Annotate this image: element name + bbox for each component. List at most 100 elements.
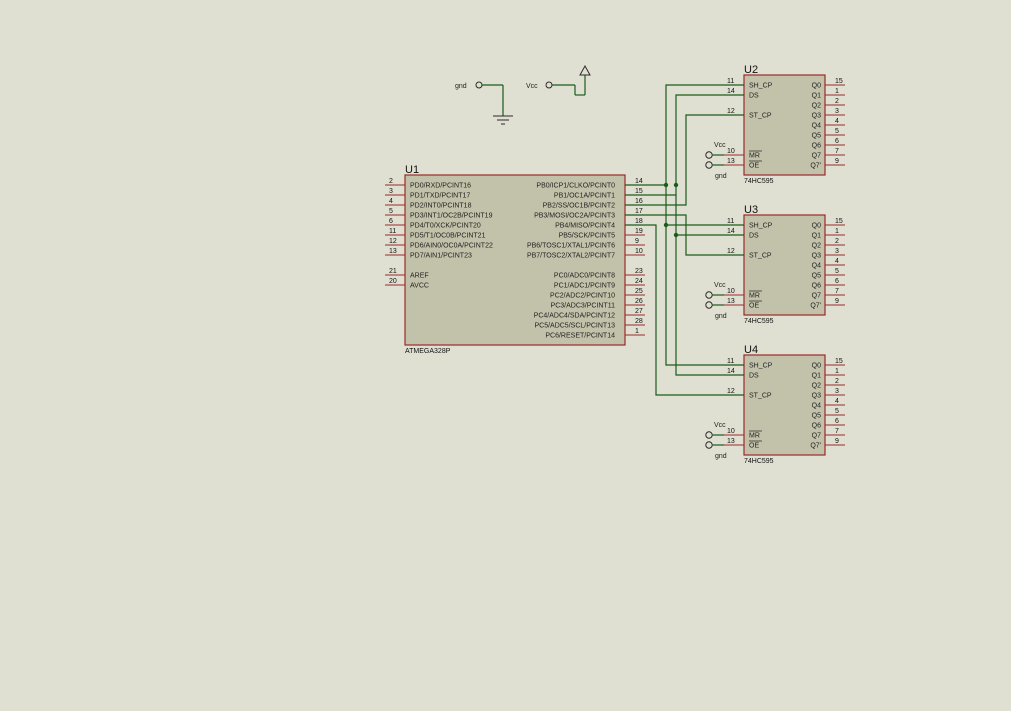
gnd-terminal[interactable]: gnd (455, 81, 504, 116)
pin-number: 14 (635, 178, 643, 185)
sr-ref: U2 (744, 64, 758, 76)
pin-name: Q5 (812, 413, 821, 420)
pin-name: PC5/ADC5/SCL/PCINT13 (534, 323, 615, 330)
pin-number: 4 (835, 258, 839, 265)
pin-number: 12 (727, 388, 735, 395)
sr-pin-1[interactable]: 1Q1 (812, 88, 845, 100)
pin-name: PB7/TOSC2/XTAL2/PCINT7 (527, 253, 615, 260)
pin-name: SH_CP (749, 83, 773, 90)
sr-pin-2[interactable]: 2Q2 (812, 238, 845, 250)
shift-register-u3[interactable]: U374HC59511SH_CP14DS12ST_CP10MR13OEVccgn… (705, 204, 845, 325)
pin-name: Q0 (812, 223, 821, 230)
sr-pin-7[interactable]: 7Q7 (812, 288, 845, 300)
pin-name: Q7' (810, 163, 821, 170)
pin-number: 3 (389, 188, 393, 195)
sr-pin-6[interactable]: 6Q6 (812, 138, 845, 150)
sr-pin-6[interactable]: 6Q6 (812, 418, 845, 430)
pin-name: Q4 (812, 263, 821, 270)
sr-pin-3[interactable]: 3Q3 (812, 108, 845, 120)
pin-number: 6 (835, 138, 839, 145)
pin-name: Q7 (812, 293, 821, 300)
pin-name: MR (749, 433, 760, 440)
pin-name: AREF (410, 273, 429, 280)
sr-pin-2[interactable]: 2Q2 (812, 98, 845, 110)
pin-number: 24 (635, 278, 643, 285)
sr-pin-1[interactable]: 1Q1 (812, 368, 845, 380)
pin-name: Q7' (810, 443, 821, 450)
pin-number: 20 (389, 278, 397, 285)
sr-pin-6[interactable]: 6Q6 (812, 278, 845, 290)
sr-pin-7[interactable]: 7Q7 (812, 148, 845, 160)
sr-pin-4[interactable]: 4Q4 (812, 398, 845, 410)
microcontroller-u1[interactable]: U1 ATMEGA328P 2PD0/RXD/PCINT163PD1/TXD/P… (385, 164, 645, 355)
pin-number: 10 (635, 248, 643, 255)
pin-name: PC2/ADC2/PCINT10 (550, 293, 615, 300)
sr-part-name: 74HC595 (744, 458, 774, 465)
sr-pin-3[interactable]: 3Q3 (812, 388, 845, 400)
pin-number: 12 (389, 238, 397, 245)
pin-name: OE (749, 163, 759, 170)
pin-number: 2 (835, 98, 839, 105)
sr-pin-5[interactable]: 5Q5 (812, 408, 845, 420)
shift-register-u4[interactable]: U474HC59511SH_CP14DS12ST_CP10MR13OEVccgn… (705, 344, 845, 465)
pin-number: 9 (635, 238, 639, 245)
pin-name: PB3/MOSI/OC2A/PCINT3 (534, 213, 615, 220)
shift-register-u2[interactable]: U274HC59511SH_CP14DS12ST_CP10MR13OEVccgn… (705, 64, 845, 185)
pin-number: 2 (835, 378, 839, 385)
pin-number: 9 (835, 158, 839, 165)
pin-name: PC4/ADC4/SDA/PCINT12 (534, 313, 615, 320)
pin-name: Q5 (812, 133, 821, 140)
pin-name: Q1 (812, 233, 821, 240)
sr-pin-4[interactable]: 4Q4 (812, 118, 845, 130)
pin-name: MR (749, 293, 760, 300)
power-arrow-symbol (579, 64, 591, 76)
sr-pin-2[interactable]: 2Q2 (812, 378, 845, 390)
sr-pin-4[interactable]: 4Q4 (812, 258, 845, 270)
pin-number: 5 (835, 128, 839, 135)
sr-pin-7[interactable]: 7Q7 (812, 428, 845, 440)
sr-pin-3[interactable]: 3Q3 (812, 248, 845, 260)
sr-pin-9[interactable]: 9Q7' (810, 158, 845, 170)
sr-pin-5[interactable]: 5Q5 (812, 128, 845, 140)
sr-pin-9[interactable]: 9Q7' (810, 438, 845, 450)
pin-name: Q0 (812, 83, 821, 90)
ground-symbol (493, 115, 513, 125)
vcc-terminal[interactable]: Vcc (526, 75, 586, 96)
pin-number: 9 (835, 298, 839, 305)
sr-pin-9[interactable]: 9Q7' (810, 298, 845, 310)
sr-pin-5[interactable]: 5Q5 (812, 268, 845, 280)
sr-pin-1[interactable]: 1Q1 (812, 228, 845, 240)
